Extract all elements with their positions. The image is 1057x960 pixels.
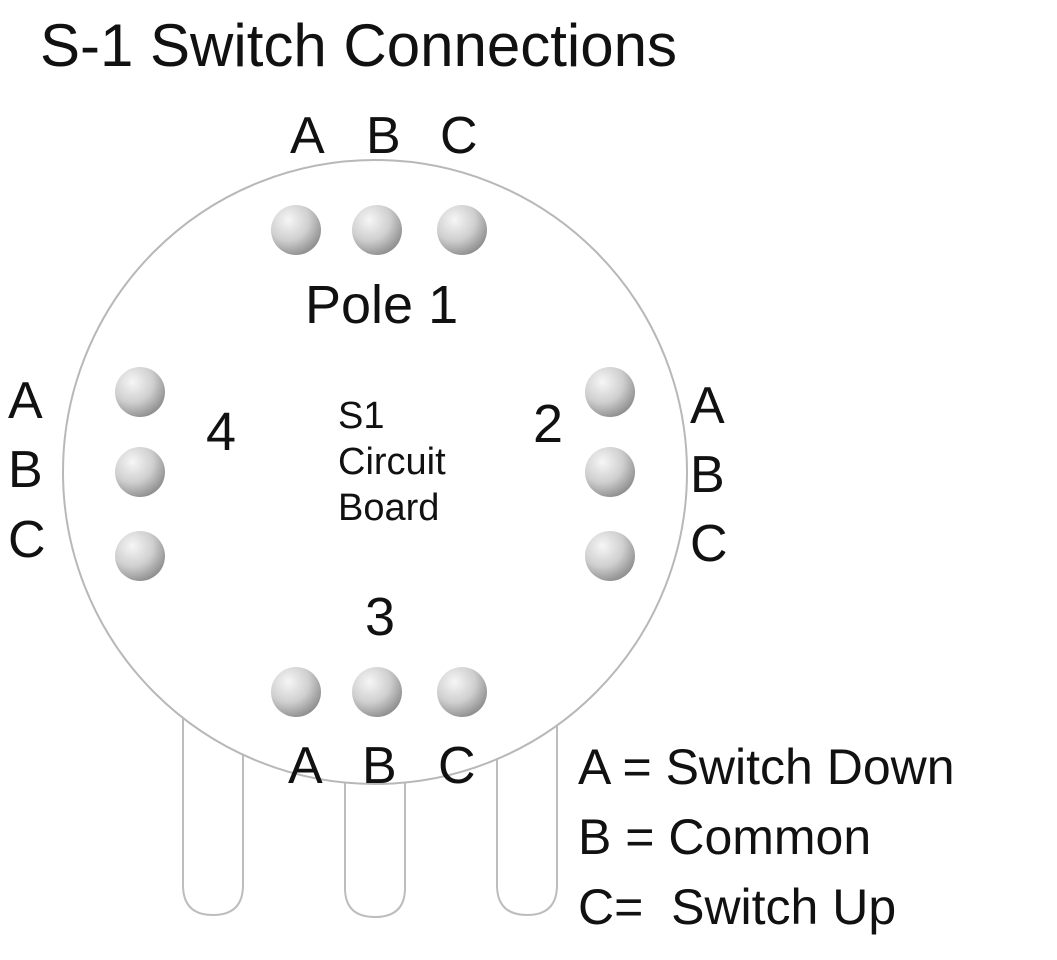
pole2-terminal-c: C bbox=[690, 515, 728, 573]
pole3-terminal-c: C bbox=[438, 737, 476, 795]
legend-item-b: B = Common bbox=[578, 809, 872, 865]
legend-item-a: A = Switch Down bbox=[578, 739, 955, 795]
pole2-pad-c bbox=[585, 531, 635, 581]
pole3-pad-a bbox=[271, 667, 321, 717]
board-label-line3: Board bbox=[338, 487, 440, 529]
legend-item-c: C= Switch Up bbox=[578, 879, 897, 935]
lug-right bbox=[496, 700, 558, 917]
pole2-label: 2 bbox=[533, 394, 564, 454]
diagram-title: S-1 Switch Connections bbox=[40, 12, 677, 79]
pole4-pad-b bbox=[115, 447, 165, 497]
pole3-pad-b bbox=[352, 667, 402, 717]
pole1-pad-c bbox=[437, 205, 487, 255]
lug-left bbox=[182, 700, 244, 917]
pole4-label: 4 bbox=[206, 402, 237, 462]
circuit-board-outline bbox=[62, 159, 688, 785]
pole2-terminal-a: A bbox=[690, 377, 725, 435]
pole4-terminal-c: C bbox=[8, 511, 46, 569]
pole4-terminal-a: A bbox=[8, 372, 43, 430]
pole4-pad-c bbox=[115, 531, 165, 581]
lug-middle bbox=[344, 760, 406, 919]
pole1-terminal-a: A bbox=[290, 107, 325, 165]
pole3-terminal-b: B bbox=[362, 737, 397, 795]
pole1-pad-b bbox=[352, 205, 402, 255]
board-label-line2: Circuit bbox=[338, 441, 446, 483]
pole4-pad-a bbox=[115, 367, 165, 417]
pole3-pad-c bbox=[437, 667, 487, 717]
board-label: S1 Circuit Board bbox=[338, 393, 446, 531]
pole2-terminal-b: B bbox=[690, 446, 725, 504]
pole1-pad-a bbox=[271, 205, 321, 255]
pole4-terminal-b: B bbox=[8, 441, 43, 499]
pole3-terminal-a: A bbox=[288, 737, 323, 795]
pole1-terminal-c: C bbox=[440, 107, 478, 165]
pole2-pad-a bbox=[585, 367, 635, 417]
pole1-terminal-b: B bbox=[366, 107, 401, 165]
pole1-label: Pole 1 bbox=[305, 275, 459, 335]
board-label-line1: S1 bbox=[338, 395, 385, 437]
pole3-label: 3 bbox=[365, 587, 396, 647]
pole2-pad-b bbox=[585, 447, 635, 497]
